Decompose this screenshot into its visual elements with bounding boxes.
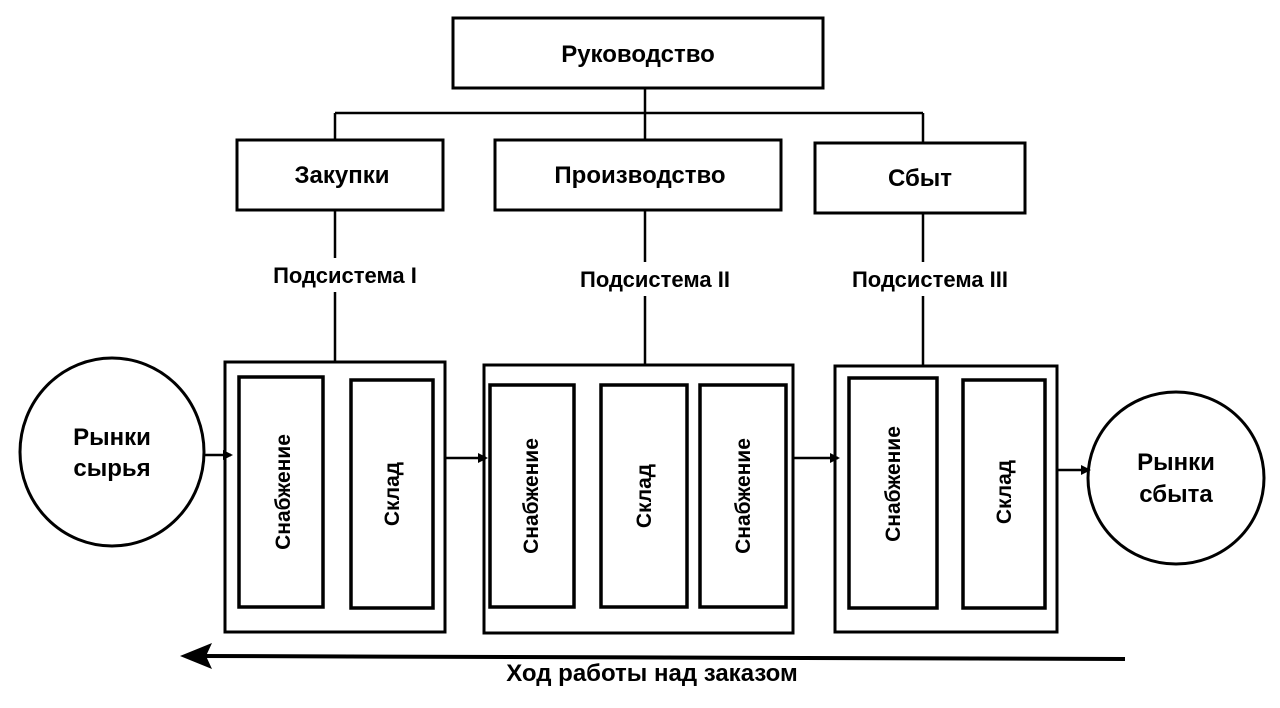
management-box: Руководство <box>451 16 825 90</box>
block-item-label: Снабжение <box>272 434 295 550</box>
sales-market: Рынки сбыта <box>1086 390 1266 566</box>
block-item <box>488 383 576 609</box>
department-production: Производство <box>493 138 783 212</box>
block-item <box>698 383 788 609</box>
block-item-label: Склад <box>993 460 1016 524</box>
sales-market-line1: Рынки <box>1137 449 1215 476</box>
sales-market-line2: сбыта <box>1139 481 1213 508</box>
block-item-label: Снабжение <box>520 438 543 554</box>
subsystem-two-block: Снабжение Склад Снабжение <box>482 363 795 635</box>
flow-arrows <box>204 450 1091 475</box>
subsystem-three-block: Снабжение Склад <box>833 364 1059 634</box>
department-purchasing: Закупки <box>235 138 445 212</box>
block-item-label: Снабжение <box>732 438 755 554</box>
block-item <box>847 376 939 610</box>
sales-label: Сбыт <box>888 165 952 192</box>
subsystem-two-label: Подсистема II <box>580 267 730 292</box>
subsystem-one-block: Снабжение Склад <box>223 360 447 634</box>
purchasing-label: Закупки <box>294 162 389 189</box>
raw-market-line1: Рынки <box>73 424 151 451</box>
subsystem-one-label: Подсистема I <box>273 263 417 288</box>
raw-market-line2: сырья <box>73 455 150 482</box>
block-item-label: Склад <box>381 462 404 526</box>
order-flow-label: Ход работы над заказом <box>506 660 798 687</box>
department-sales: Сбыт <box>813 141 1027 215</box>
order-flow-arrow <box>180 643 1126 669</box>
management-label: Руководство <box>561 41 715 68</box>
hierarchy-connectors <box>333 88 925 366</box>
block-item <box>961 378 1047 610</box>
production-label: Производство <box>554 162 725 189</box>
arrow-left-icon <box>180 643 212 669</box>
block-item-label: Склад <box>633 464 656 528</box>
block-item <box>237 375 325 609</box>
block-item <box>599 383 689 609</box>
raw-materials-market: Рынки сырья <box>18 356 206 548</box>
subsystem-three-label: Подсистема III <box>852 267 1008 292</box>
block-item <box>349 378 435 610</box>
block-item-label: Снабжение <box>882 426 905 542</box>
